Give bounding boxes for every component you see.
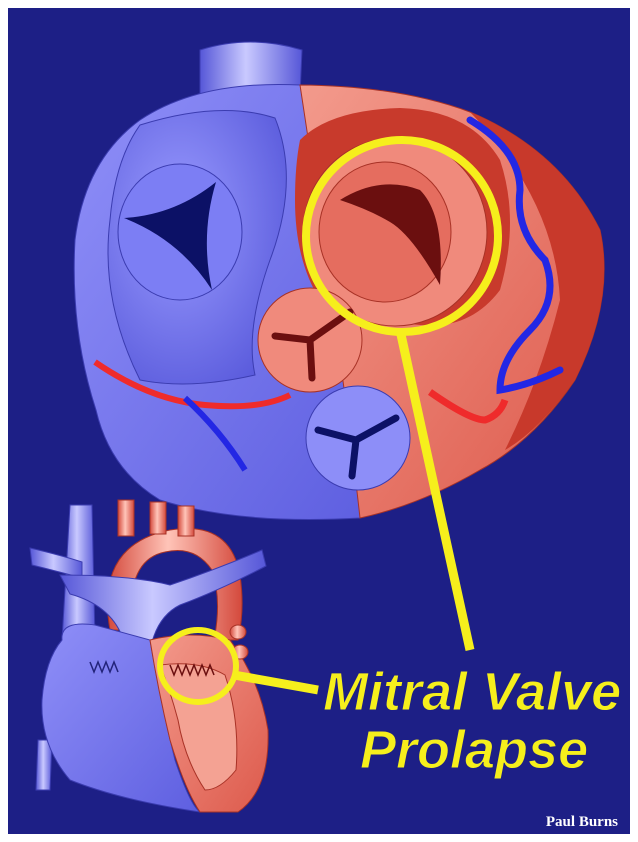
pulmonary-vein-1 — [230, 625, 246, 639]
aortic-branch-2 — [150, 502, 166, 534]
label-line-mitral-valve: Mitral Valve — [323, 662, 621, 722]
aortic-branch-1 — [118, 500, 134, 536]
aortic-branch-3 — [178, 506, 194, 536]
label-line-prolapse: Prolapse — [360, 720, 588, 780]
author-credit: Paul Burns — [546, 814, 618, 830]
